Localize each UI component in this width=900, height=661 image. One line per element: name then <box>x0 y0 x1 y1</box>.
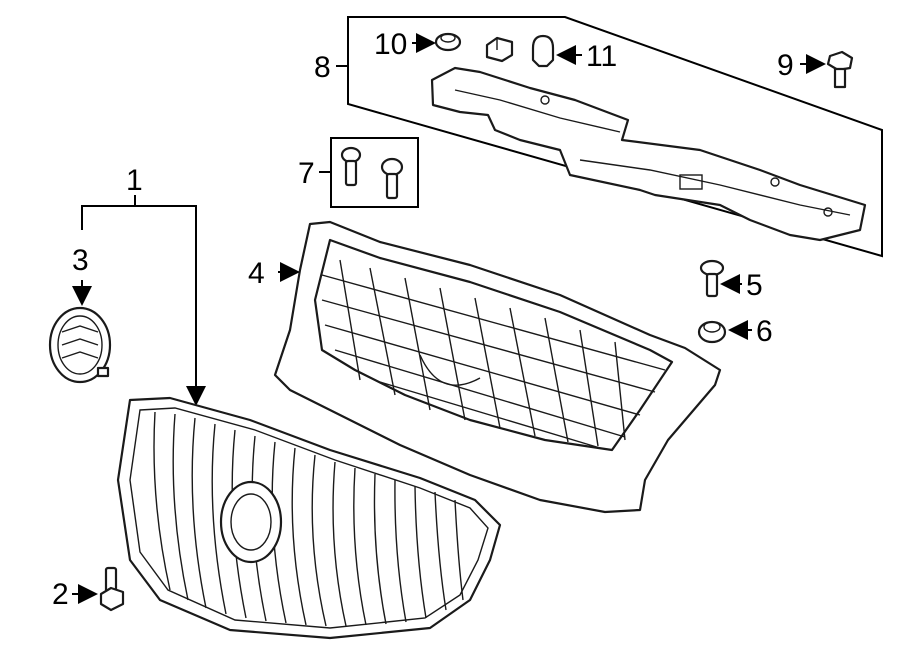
bracket-tab <box>679 174 703 190</box>
part-8-group: 8 10 11 9 <box>314 16 883 258</box>
clip-block <box>485 36 514 63</box>
leader-1-right <box>135 205 206 406</box>
callout-2: 2 <box>52 578 69 611</box>
part-2-bolt: 2 <box>52 566 125 612</box>
part-1-group: 1 <box>81 164 502 640</box>
part-5-screw: 5 <box>699 259 763 302</box>
carrier-mesh <box>321 259 666 449</box>
part-8-box <box>347 16 883 258</box>
carrier-inner <box>313 238 674 452</box>
part-9-bolt: 9 <box>777 49 854 89</box>
callout-1: 1 <box>126 164 143 197</box>
bracket-ridge <box>454 89 621 133</box>
callout-6: 6 <box>756 315 773 348</box>
part-6-nut: 6 <box>697 315 773 348</box>
callout-7: 7 <box>298 157 315 190</box>
callout-9: 9 <box>777 49 794 82</box>
grille-shell <box>116 396 502 640</box>
emblem-opening-inner <box>230 493 272 551</box>
part-10-nut: 10 <box>374 28 462 61</box>
callout-4: 4 <box>248 257 265 290</box>
bracket-hole <box>540 95 550 105</box>
part-7-box <box>330 137 419 208</box>
emblem-opening <box>219 480 283 564</box>
part-7-group: 7 <box>298 137 419 208</box>
bracket-hole <box>823 207 833 217</box>
callout-8: 8 <box>314 51 331 84</box>
bolt-icon <box>340 146 362 187</box>
callout-10: 10 <box>374 28 407 61</box>
grille-inner-edge <box>129 407 489 629</box>
leader-1-left <box>81 195 136 230</box>
part-3-emblem: 3 <box>48 244 112 384</box>
bracket-hole <box>770 177 780 187</box>
callout-5: 5 <box>746 269 763 302</box>
bolt-icon <box>380 157 404 200</box>
bracket-ridge-2 <box>579 159 851 216</box>
part-4-carrier: 4 <box>248 220 722 514</box>
emblem-icon <box>48 306 112 384</box>
part-11-clip: 11 <box>531 34 617 73</box>
callout-3: 3 <box>72 244 89 277</box>
callout-11: 11 <box>586 40 617 73</box>
upper-support-bracket <box>430 66 867 242</box>
